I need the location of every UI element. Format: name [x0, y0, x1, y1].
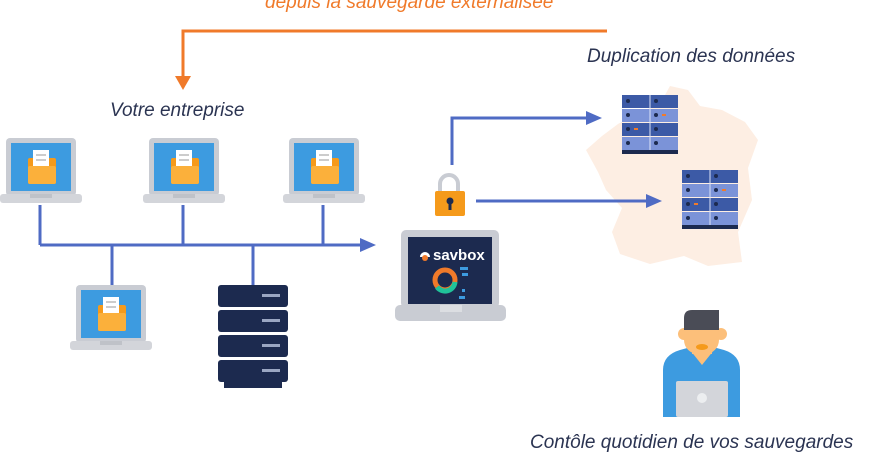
dup-arrowhead-2 — [646, 194, 662, 208]
lock-icon — [435, 173, 465, 216]
dup-arrowhead-1 — [586, 111, 602, 125]
network-arrowhead — [360, 238, 376, 252]
laptop-4 — [70, 285, 152, 350]
remote-server-2 — [681, 169, 739, 230]
restore-arrowhead — [175, 76, 191, 90]
operator-icon — [663, 310, 740, 417]
network-lines — [38, 116, 648, 285]
company-label: Votre entreprise — [110, 100, 245, 121]
laptop-1 — [0, 138, 82, 203]
savbox-laptop — [395, 230, 506, 321]
laptop-3 — [283, 138, 365, 203]
duplication-label: Duplication des données — [587, 46, 796, 67]
savbox-logo: savbox — [433, 247, 485, 264]
restore-arrow — [181, 29, 607, 78]
remote-server-1 — [621, 94, 679, 155]
laptop-2 — [143, 138, 225, 203]
control-label: Contôle quotidien de vos sauvegardes — [530, 432, 854, 453]
local-server-icon — [218, 285, 288, 388]
restore-label: depuis la sauvegarde externalisée — [265, 0, 554, 13]
